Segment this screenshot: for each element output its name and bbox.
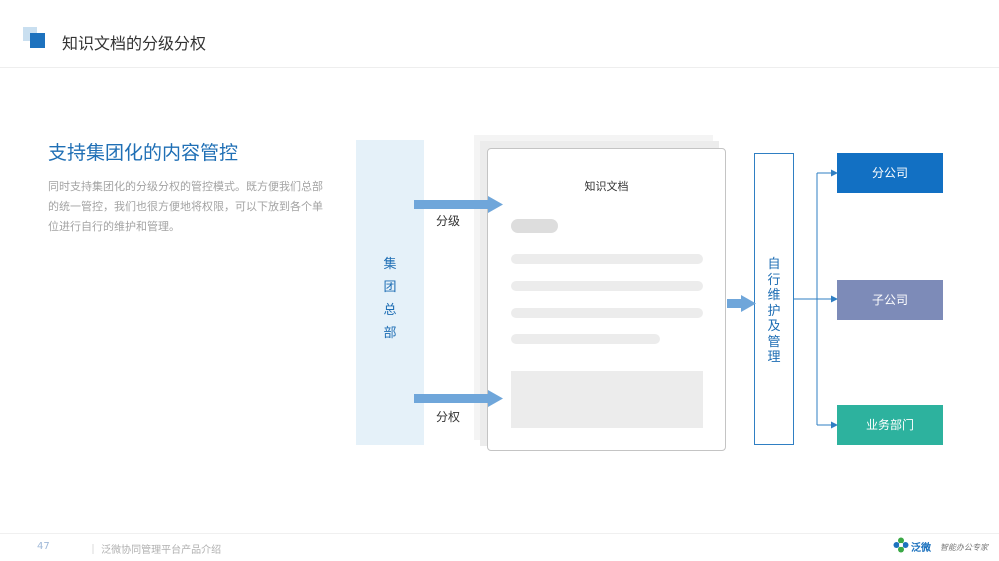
page-number: 47 [37, 541, 50, 552]
section-description: 同时支持集团化的分级分权的管控模式。既方便我们总部的统一管控，我们也很方便地将权… [48, 180, 323, 233]
logo-slogan: 智能办公专家 [940, 543, 988, 552]
unit-subsidiary: 子公司 [837, 280, 943, 320]
footer-product-text: ｜ 泛微协同管理平台产品介绍 [88, 545, 222, 556]
unit-business-department: 业务部门 [837, 405, 943, 445]
footer-divider [0, 533, 999, 534]
unit-branch-company: 分公司 [837, 153, 943, 193]
arrow-label-grading: 分级 [436, 214, 461, 228]
weaver-flower-icon [893, 537, 909, 553]
self-maintenance-label: 自行维护及管理 [767, 257, 781, 365]
self-maintenance-box [754, 153, 794, 445]
document-placeholder-line [511, 254, 703, 264]
document-placeholder-line [511, 334, 660, 344]
group-hq-box [356, 140, 424, 445]
page-title: 知识文档的分级分权 [62, 34, 207, 53]
document-placeholder-block [511, 371, 703, 428]
header-decor-square-front [30, 33, 45, 48]
arrow-label-authorization: 分权 [436, 410, 461, 424]
document-placeholder-tag [511, 219, 558, 233]
group-hq-label: 集团总部 [383, 257, 397, 341]
connector-tree [794, 172, 832, 426]
document-placeholder-line [511, 308, 703, 318]
arrow-to-maintenance [727, 295, 756, 312]
header-divider [0, 67, 999, 68]
document-title: 知识文档 [584, 180, 629, 193]
document-placeholder-line [511, 281, 703, 291]
logo-wordmark: 泛微 [911, 543, 931, 554]
section-title: 支持集团化的内容管控 [48, 142, 239, 164]
